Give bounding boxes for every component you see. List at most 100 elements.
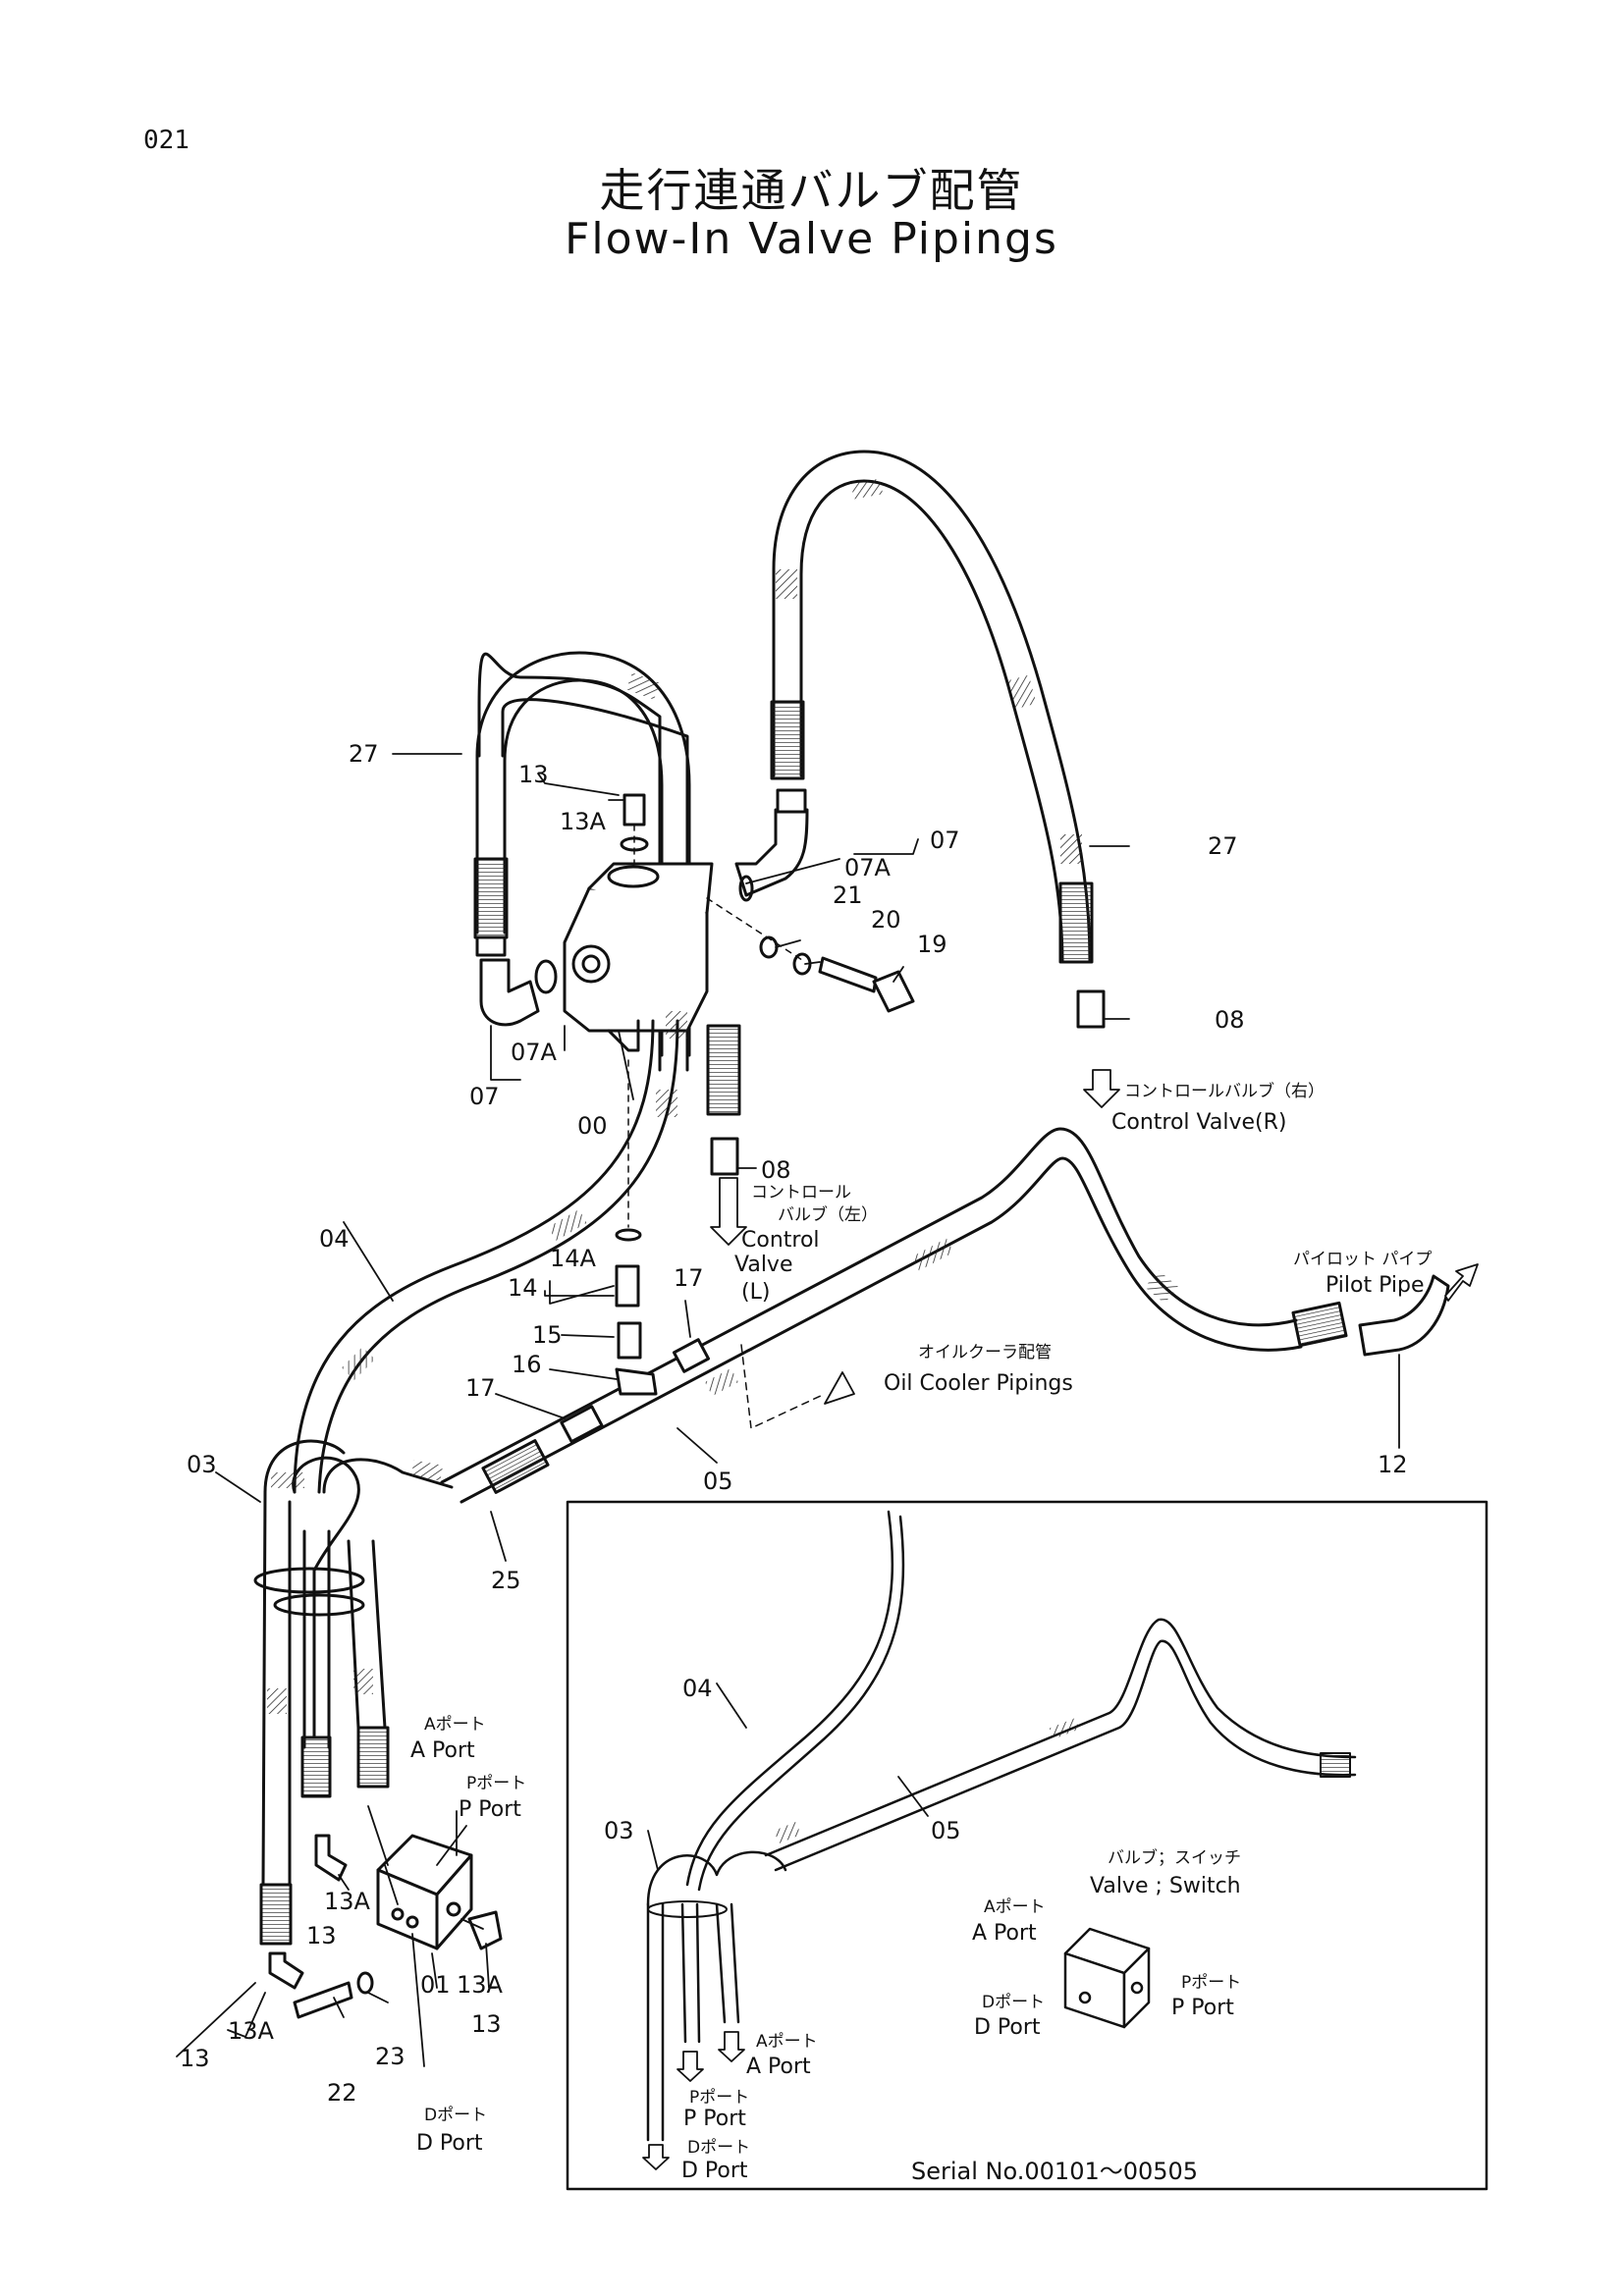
label-05: 05: [703, 1468, 733, 1495]
inset-valve-switch-jp: バルブ；スイッチ: [1108, 1847, 1241, 1868]
label-13a-bottom: 13A: [228, 2017, 275, 2045]
oring-14a: [615, 1228, 642, 1242]
hose-04-inner: [293, 1019, 655, 1494]
inset-d-port-en: D Port: [974, 2015, 1041, 2040]
hose-hatch-marks: [267, 478, 1179, 1843]
label-14: 14: [508, 1274, 538, 1302]
hose-27-left-end-fitting: [706, 1024, 741, 1116]
inset-hose-05-fitting: [1320, 1752, 1351, 1778]
oring-07a-right: [738, 875, 754, 902]
inset-hose-04-b: [697, 1515, 905, 1892]
title-japanese: 走行連通バルブ配管: [599, 164, 1024, 217]
inset-p-port-en: P Port: [1171, 1996, 1234, 2020]
fitting-07-right-nut: [776, 788, 807, 814]
label-07a-right: 07A: [844, 854, 892, 881]
label-08-right: 08: [1215, 1006, 1245, 1034]
hose-27-right-inner: [799, 479, 1064, 964]
hose-27-left-fitting: [473, 857, 509, 939]
elbow-13-bottom: [268, 1951, 304, 1990]
elbow-12: [1358, 1274, 1450, 1357]
leader-lines: [176, 753, 1400, 2067]
title-english: Flow-In Valve Pipings: [565, 214, 1058, 264]
label-22: 22: [327, 2079, 357, 2107]
label-03: 03: [187, 1451, 217, 1478]
hose-03-right-left: [347, 1539, 360, 1730]
hose-05-outline: [440, 1127, 1298, 1484]
elbow-07-left: [479, 958, 540, 1027]
inset-label-05: 05: [931, 1817, 961, 1844]
control-valve-l-jp1: コントロール: [751, 1183, 851, 1202]
label-15: 15: [532, 1321, 563, 1349]
d-port-en: D Port: [416, 2131, 483, 2156]
inset-serial: Serial No.00101～00505: [911, 2158, 1198, 2185]
oil-cooler-arrow: [824, 1371, 855, 1405]
inset-label-03: 03: [604, 1817, 634, 1844]
label-00: 00: [577, 1112, 608, 1140]
label-13a-block-right: 13A: [457, 1971, 504, 1999]
fitting-14: [615, 1264, 640, 1308]
arrow-control-valve-l: [710, 1177, 747, 1246]
label-01: 01: [420, 1971, 451, 1999]
part-labels: 27 13 13A 07 07A 27 21 20 19 08 07A 07 0…: [180, 740, 1408, 2107]
d-port-jp: Dポート: [424, 2106, 487, 2125]
label-19: 19: [917, 931, 947, 958]
elbow-13-block-left: [314, 1834, 348, 1882]
control-valve-l-en2: Valve: [734, 1253, 793, 1277]
inset-hose-03-c: [680, 1902, 687, 2044]
inset-labels: 04 03 05 バルブ；スイッチ Valve ; Switch Aポート A …: [604, 1675, 1241, 2185]
a-port-jp: Aポート: [424, 1715, 486, 1735]
tee-16: [615, 1367, 658, 1396]
control-valve-l-en3: (L): [741, 1280, 770, 1305]
label-13a-top: 13A: [560, 808, 607, 835]
inset-valve-switch-en: Valve ; Switch: [1090, 1874, 1241, 1898]
inset-p-port-jp: Pポート: [1181, 1973, 1241, 1993]
label-17-top: 17: [674, 1264, 704, 1292]
label-13-bottom: 13: [180, 2045, 210, 2072]
fitting-13-top: [622, 793, 646, 827]
label-12: 12: [1378, 1451, 1408, 1478]
inset-bottom-d-port-en: D Port: [681, 2159, 748, 2183]
label-07a-left: 07A: [511, 1039, 558, 1066]
a-port-en: A Port: [410, 1738, 475, 1763]
label-13a-block-left: 13A: [324, 1888, 371, 1915]
hose-05-inner: [460, 1156, 1303, 1504]
label-23: 23: [375, 2043, 406, 2070]
page-number: 021: [143, 126, 189, 155]
inset-hose-05-b: [774, 1639, 1357, 1872]
hose-27-left-outline: [475, 651, 691, 1057]
elbow-07-right: [734, 808, 809, 897]
label-13-block-left: 13: [306, 1922, 337, 1949]
hose-04-outline: [317, 1019, 679, 1494]
arrow-inset-a: [718, 2031, 745, 2062]
label-27-left: 27: [349, 740, 379, 768]
label-13-block-right: 13: [471, 2010, 502, 2038]
elbow-13-block-right: [467, 1910, 503, 1950]
control-valve-l-en1: Control: [741, 1228, 820, 1253]
pilot-pipe-en: Pilot Pipe: [1325, 1273, 1424, 1298]
hose-03-outer-left: [261, 1490, 267, 1887]
bolt-19: [759, 935, 915, 1013]
inset-bottom-a-port-en: A Port: [746, 2055, 811, 2079]
inset-clamp: [647, 1900, 728, 1918]
fitting-08-right: [1076, 989, 1106, 1029]
flow-in-valve-body: [534, 862, 714, 1052]
label-27-right: 27: [1208, 832, 1238, 860]
label-20: 20: [871, 906, 901, 934]
inset-bottom-d-port-jp: Dポート: [687, 2138, 750, 2158]
inset-hose-04: [685, 1510, 894, 1887]
label-17-left: 17: [465, 1374, 496, 1402]
inset-valve-block: [1063, 1927, 1151, 2029]
label-08-mid: 08: [761, 1156, 791, 1184]
washer-23: [356, 1971, 374, 1995]
arrow-pilot-pipe: [1444, 1263, 1479, 1302]
label-25: 25: [491, 1567, 521, 1594]
inset-hose-03-d: [695, 1902, 701, 2044]
inset-label-04: 04: [682, 1675, 713, 1702]
fitting-17-top: [672, 1338, 711, 1373]
hose-03-right-right: [371, 1539, 387, 1730]
inset-bottom-p-port-en: P Port: [683, 2107, 746, 2131]
oil-cooler-jp: オイルクーラ配管: [918, 1343, 1052, 1362]
hose-27-left-fitting-nut: [475, 935, 507, 957]
p-port-jp: Pポート: [466, 1774, 526, 1793]
